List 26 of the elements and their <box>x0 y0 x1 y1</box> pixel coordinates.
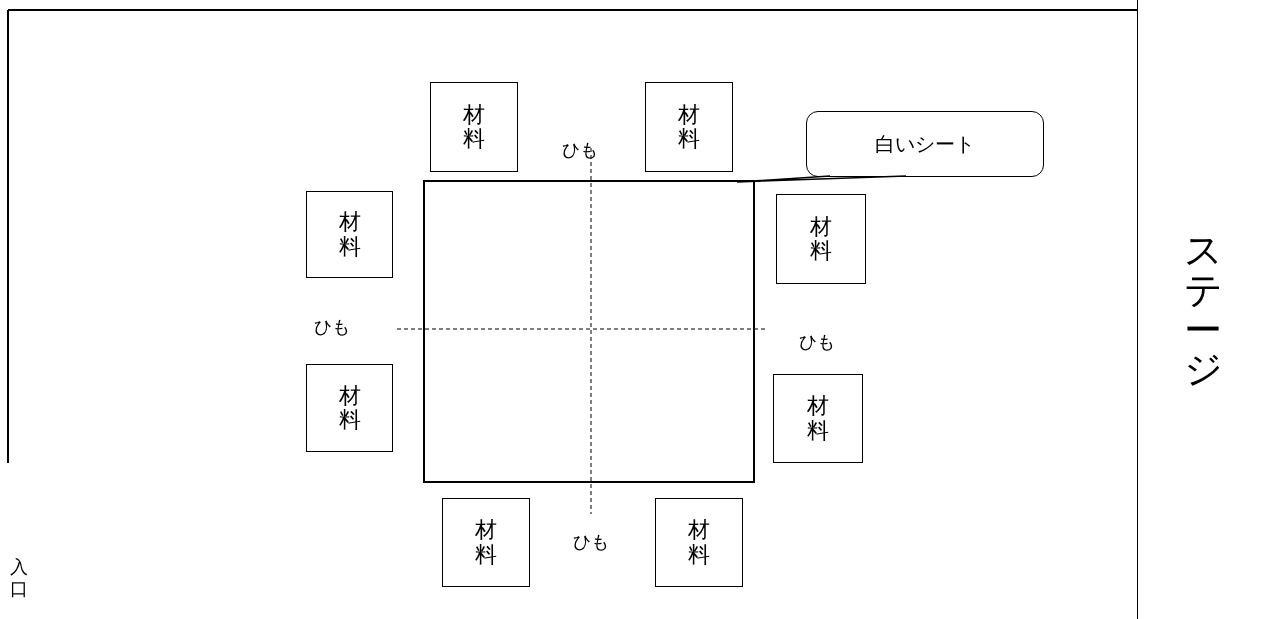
material-box <box>645 82 733 172</box>
material-box <box>776 194 866 284</box>
material-box <box>306 191 393 278</box>
material-box <box>306 364 393 452</box>
string-label: ひも <box>573 530 609 554</box>
string-label: ひも <box>799 330 835 354</box>
material-label: 材料 <box>338 383 361 433</box>
material-box <box>442 498 530 587</box>
string-label: ひも <box>562 138 598 162</box>
sheet-area <box>423 180 755 483</box>
callout-pointer <box>736 175 907 183</box>
stage-label: ステージ <box>1183 230 1222 391</box>
material-label: 材料 <box>807 394 829 443</box>
callout-text: 白いシート <box>875 130 975 158</box>
material-label: 材料 <box>678 102 700 152</box>
material-label: 材料 <box>338 210 361 259</box>
material-label: 材料 <box>810 214 832 264</box>
material-label: 材料 <box>688 518 710 567</box>
material-box <box>430 82 518 172</box>
string-label: ひも <box>314 315 350 339</box>
entrance-label: 入口 <box>10 556 28 600</box>
material-label: 材料 <box>463 102 485 152</box>
material-box <box>773 374 863 463</box>
material-box <box>655 498 743 587</box>
material-label: 材料 <box>475 518 497 567</box>
callout-box <box>806 111 1044 177</box>
